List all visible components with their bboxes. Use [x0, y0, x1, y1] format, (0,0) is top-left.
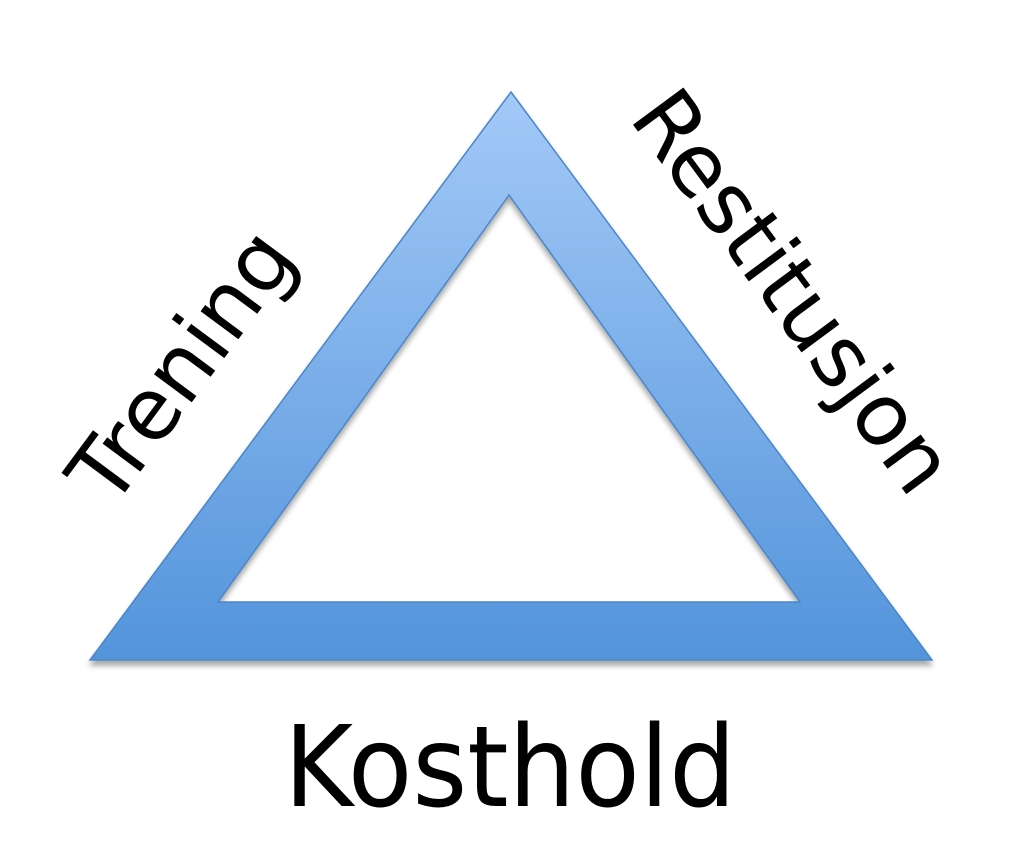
label-restitusjon: Restitusjon	[611, 71, 974, 513]
label-kosthold: Kosthold	[284, 703, 736, 833]
triangle-shape	[88, 90, 934, 661]
